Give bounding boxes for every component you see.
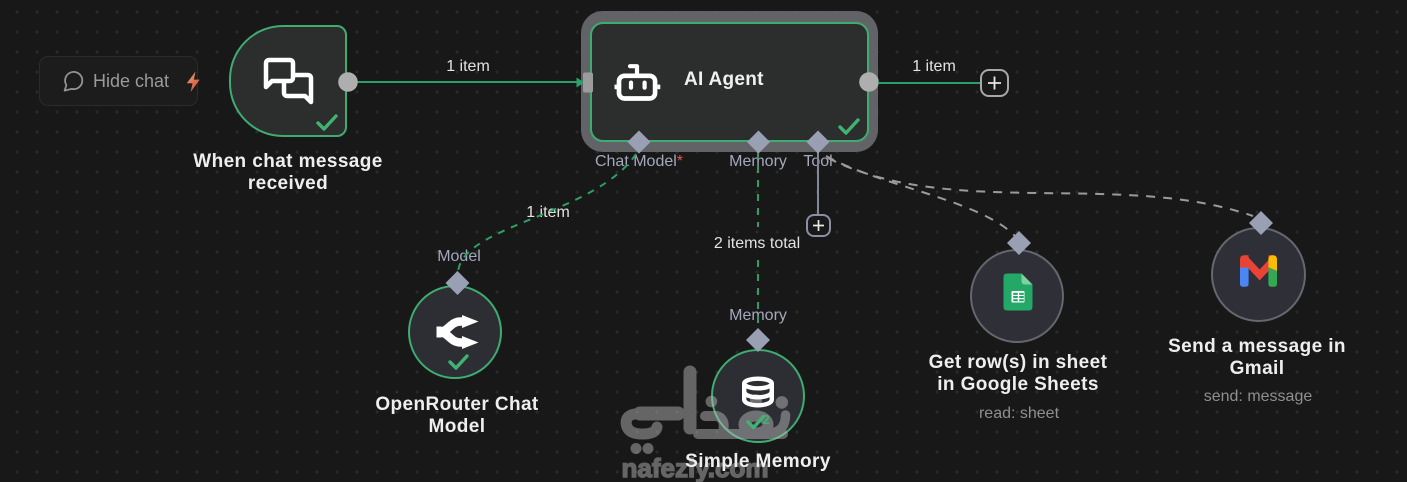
svg-text:nafezly.com: nafezly.com (622, 453, 769, 482)
svg-text:2: 2 (763, 412, 770, 427)
